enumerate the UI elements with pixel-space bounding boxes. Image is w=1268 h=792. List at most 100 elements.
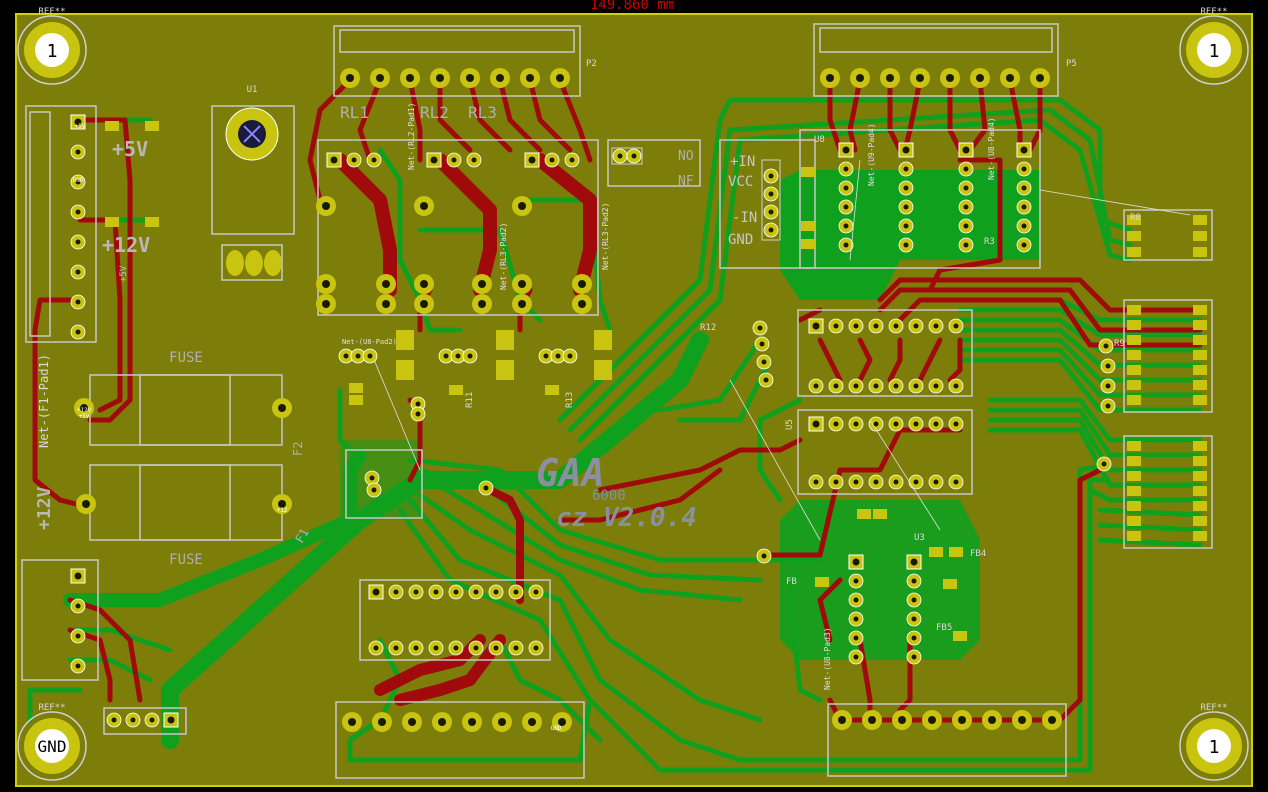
- pad[interactable]: [1193, 365, 1207, 375]
- pad[interactable]: [910, 68, 930, 88]
- pad[interactable]: [1193, 215, 1207, 225]
- pad[interactable]: [508, 584, 524, 600]
- pad[interactable]: [908, 474, 924, 490]
- transistors[interactable]: [396, 330, 612, 380]
- pad[interactable]: [368, 584, 384, 600]
- pad[interactable]: [460, 68, 480, 88]
- pad[interactable]: [1016, 161, 1032, 177]
- pad[interactable]: [70, 324, 86, 340]
- pad[interactable]: [873, 509, 887, 519]
- pad[interactable]: [492, 712, 512, 732]
- pad[interactable]: [928, 318, 944, 334]
- pad[interactable]: [468, 640, 484, 656]
- pad[interactable]: [801, 221, 815, 231]
- pad[interactable]: [808, 378, 824, 394]
- pad[interactable]: [144, 712, 160, 728]
- pad[interactable]: [898, 180, 914, 196]
- pad[interactable]: [928, 378, 944, 394]
- pad[interactable]: [1127, 531, 1141, 541]
- pad[interactable]: [970, 68, 990, 88]
- pad[interactable]: [468, 584, 484, 600]
- pad[interactable]: [145, 217, 159, 227]
- pad[interactable]: [1193, 395, 1207, 405]
- pad[interactable]: [145, 121, 159, 131]
- pad[interactable]: [349, 383, 363, 393]
- pad[interactable]: [928, 416, 944, 432]
- pad[interactable]: [1193, 305, 1207, 315]
- pad[interactable]: [1016, 180, 1032, 196]
- pad[interactable]: [550, 68, 570, 88]
- pad[interactable]: [828, 474, 844, 490]
- pad[interactable]: [948, 416, 964, 432]
- pad[interactable]: [756, 354, 772, 370]
- pad[interactable]: [815, 577, 829, 587]
- pad[interactable]: [408, 584, 424, 600]
- pad[interactable]: [70, 204, 86, 220]
- pad[interactable]: [848, 554, 864, 570]
- pad[interactable]: [1127, 471, 1141, 481]
- pad[interactable]: [1098, 338, 1114, 354]
- pad[interactable]: [1000, 68, 1020, 88]
- pad[interactable]: [545, 385, 559, 395]
- mounting-hole-bottom-left[interactable]: GND REF**: [17, 703, 87, 781]
- pad[interactable]: [1193, 231, 1207, 241]
- pad[interactable]: [1012, 710, 1032, 730]
- pad[interactable]: [832, 710, 852, 730]
- pad[interactable]: [1193, 320, 1207, 330]
- pad[interactable]: [868, 474, 884, 490]
- pad[interactable]: [958, 199, 974, 215]
- pad[interactable]: [848, 474, 864, 490]
- pad[interactable]: [888, 416, 904, 432]
- pad[interactable]: [838, 180, 854, 196]
- pad[interactable]: [368, 640, 384, 656]
- pad[interactable]: [848, 630, 864, 646]
- pad[interactable]: [1193, 247, 1207, 257]
- pad[interactable]: [1030, 68, 1050, 88]
- pad[interactable]: [908, 378, 924, 394]
- pad[interactable]: [1127, 395, 1141, 405]
- pad[interactable]: [1193, 486, 1207, 496]
- pad[interactable]: [70, 598, 86, 614]
- pad[interactable]: [898, 142, 914, 158]
- pad[interactable]: [1016, 199, 1032, 215]
- pad[interactable]: [1016, 218, 1032, 234]
- pad[interactable]: [906, 554, 922, 570]
- pad[interactable]: [430, 68, 450, 88]
- pad[interactable]: [163, 712, 179, 728]
- pad[interactable]: [948, 378, 964, 394]
- pad[interactable]: [70, 568, 86, 584]
- pad[interactable]: [1127, 247, 1141, 257]
- pad[interactable]: [848, 573, 864, 589]
- pad[interactable]: [801, 239, 815, 249]
- pad[interactable]: [1193, 471, 1207, 481]
- pad[interactable]: [828, 318, 844, 334]
- pad[interactable]: [1100, 398, 1116, 414]
- pad[interactable]: [880, 68, 900, 88]
- regulator-u1[interactable]: U1: [225, 85, 282, 276]
- pad[interactable]: [1127, 486, 1141, 496]
- pad[interactable]: [490, 68, 510, 88]
- pad[interactable]: [808, 416, 824, 432]
- pad[interactable]: [370, 68, 390, 88]
- pad[interactable]: [388, 640, 404, 656]
- pad[interactable]: [1016, 142, 1032, 158]
- pad[interactable]: [848, 649, 864, 665]
- pad[interactable]: [948, 318, 964, 334]
- pad[interactable]: [520, 68, 540, 88]
- pad[interactable]: [508, 640, 524, 656]
- pad[interactable]: [820, 68, 840, 88]
- pad[interactable]: [848, 416, 864, 432]
- pad[interactable]: [982, 710, 1002, 730]
- pad[interactable]: [868, 318, 884, 334]
- pad[interactable]: [432, 712, 452, 732]
- pad[interactable]: [1193, 516, 1207, 526]
- pad[interactable]: [888, 474, 904, 490]
- pad[interactable]: [1127, 516, 1141, 526]
- relay-pads[interactable]: [316, 147, 781, 364]
- pad[interactable]: [958, 237, 974, 253]
- pad[interactable]: [1016, 237, 1032, 253]
- pad[interactable]: [528, 584, 544, 600]
- pad[interactable]: [888, 378, 904, 394]
- pad[interactable]: [478, 480, 494, 496]
